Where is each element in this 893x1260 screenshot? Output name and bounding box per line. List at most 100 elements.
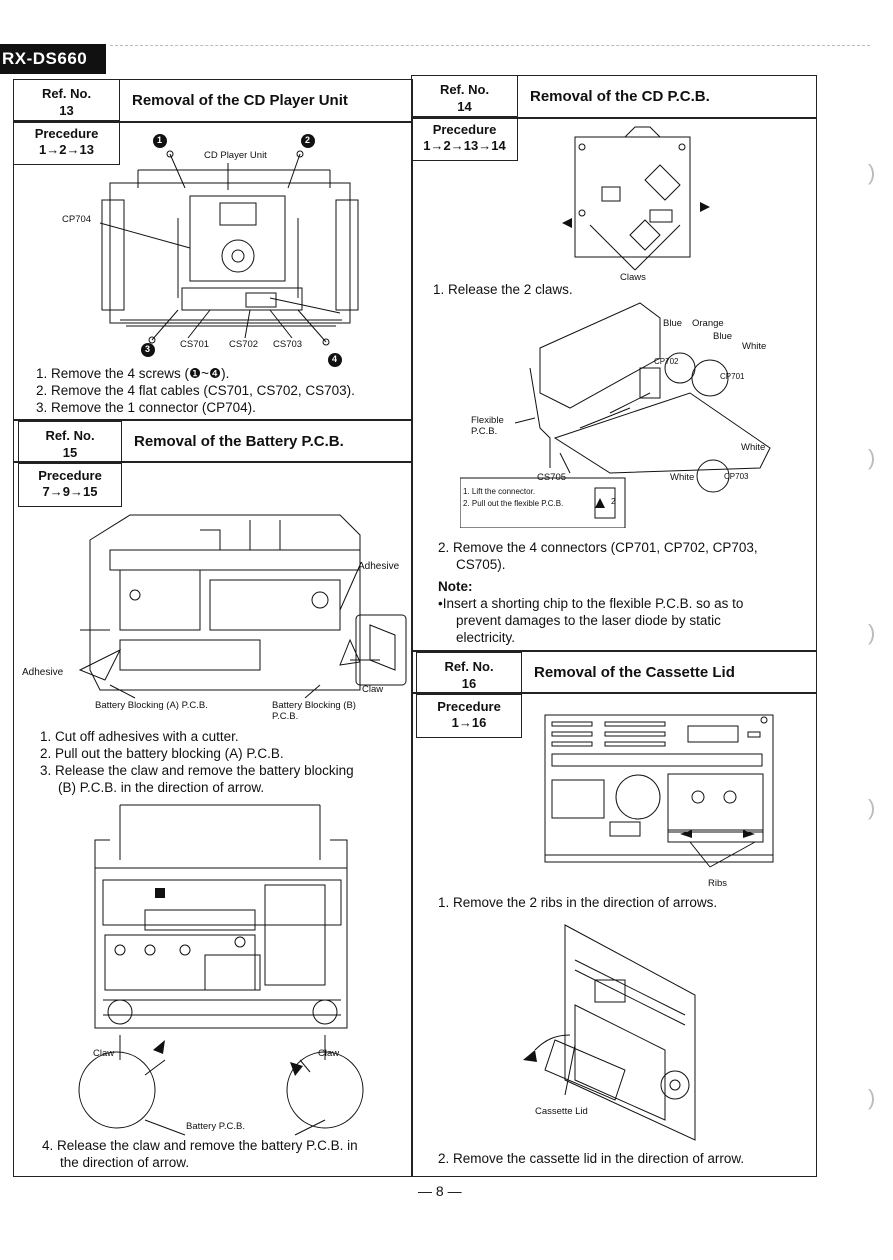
callout-2: 2 [305,135,311,145]
label-cs701: CS701 [180,339,210,350]
right-column-frame [411,75,817,1177]
label-cs705: CS705 [537,472,567,483]
connector-removal-figure [460,298,780,528]
label-cp703: CP703 [724,472,749,481]
section-divider [13,121,413,123]
ref-label: Ref. No. [41,86,92,101]
note-text: prevent damages to the laser diode by st… [456,613,721,628]
label-battery-blocking-b: Battery Blocking (B) [272,700,356,711]
label-white-2: White [741,442,766,453]
ref-no-box-14: Ref. No. 14 [411,75,518,117]
label-claw-left: Claw [93,1048,115,1059]
model-tag: RX-DS660 [0,44,106,74]
note-label: Note: [438,579,473,594]
section-divider [411,692,817,694]
label-adhesive-right: Adhesive [358,561,400,572]
step-text: 2. Remove the 4 flat cables (CS701, CS70… [36,383,355,398]
battery-blocking-figure [20,510,410,710]
label-cs702: CS702 [229,339,259,350]
section-divider [13,419,413,421]
bullet: • [438,596,443,611]
note-14: Note: •Insert a shorting chip to the fle… [438,578,808,646]
cassette-ribs-figure [540,712,780,877]
label-battery-blocking-b-pcb: P.C.B. [272,711,299,722]
procedure-sequence: 7→9→15 [42,484,98,499]
procedure-box-14: Precedure 1→2→13→14 [411,117,518,161]
label-flexible-pcb: P.C.B. [471,426,498,437]
steps-13: 1. Remove the 4 screws (❶~❹). 2. Remove … [36,365,406,416]
ref-label: Ref. No. [45,428,95,443]
label-adhesive-left: Adhesive [22,667,64,678]
label-battery-blocking-a: Battery Blocking (A) P.C.B. [95,700,208,711]
label-cp704: CP704 [62,214,92,225]
ref-no-box-16: Ref. No. 16 [416,652,522,694]
section-title-16: Removal of the Cassette Lid [534,663,735,681]
margin-mark: ) [868,160,876,185]
procedure-box-13: Precedure 1→2→13 [13,121,120,165]
cassette-lid-figure [523,920,715,1145]
page-number: — 8 — [418,1183,462,1199]
battery-pcb-figure [75,800,365,1140]
label-white: White [742,341,767,352]
callout-3: 3 [145,344,151,354]
label-claws: Claws [620,272,646,283]
ref-label: Ref. No. [439,82,490,97]
procedure-label: Precedure [432,122,497,137]
note-line: •Insert a shorting chip to the flexible … [438,595,808,612]
label-white-3: White [670,472,695,483]
label-claw: Claw [362,684,384,695]
step-text: CS705). [456,557,506,572]
step-14-1: 1. Release the 2 claws. [433,282,573,297]
ref-label: Ref. No. [444,659,494,674]
procedure-box-16: Precedure 1→16 [416,694,522,738]
ref-no-box-13: Ref. No. 13 [13,79,120,121]
note-text: electricity. [456,630,516,645]
inset-text-2: 2. Pull out the flexible P.C.B. [463,499,564,508]
step-text: 3. Release the claw and remove the batte… [40,763,354,778]
procedure-label: Precedure [38,468,102,483]
inset-step-number: 2 [611,497,616,506]
step-text: 3. Remove the 1 connector (CP704). [36,400,256,415]
margin-mark: ) [868,1085,876,1110]
steps-15: 1. Cut off adhesives with a cutter. 2. P… [40,728,405,796]
steps-15-cont: 4. Release the claw and remove the batte… [42,1137,407,1171]
label-orange: Orange [692,318,724,329]
procedure-sequence: 1→2→13 [39,142,94,157]
label-blue: Blue [663,318,683,329]
label-cp702: CP702 [654,357,679,366]
margin-mark: ) [868,620,876,645]
cd-player-unit-figure [60,134,405,367]
procedure-label: Precedure [437,699,501,714]
label-flexible: Flexible [471,415,504,426]
procedure-sequence: 1→16 [451,715,487,730]
label-ribs: Ribs [708,878,728,889]
ref-number: 15 [62,445,78,460]
step-text: 1. Cut off adhesives with a cutter. [40,729,239,744]
ref-no-box-15: Ref. No. 15 [18,421,122,463]
label-cassette-lid: Cassette Lid [535,1106,588,1117]
ref-number: 16 [461,676,477,691]
step-text: 1. Remove the 4 screws (❶~❹). [36,366,230,381]
section-title-14: Removal of the CD P.C.B. [530,87,710,105]
label-cp701: CP701 [720,372,745,381]
section-divider [411,117,817,119]
callout-4: 4 [332,354,338,364]
step-16-1: 1. Remove the 2 ribs in the direction of… [438,895,718,910]
ref-number: 14 [457,99,472,114]
step-text: the direction of arrow. [60,1155,190,1170]
left-column-frame [13,79,413,1177]
step-text: 2. Pull out the battery blocking (A) P.C… [40,746,284,761]
step-14-2: 2. Remove the 4 connectors (CP701, CP702… [438,539,808,573]
label-battery-pcb: Battery P.C.B. [186,1121,245,1132]
section-title-15: Removal of the Battery P.C.B. [134,432,344,450]
section-title-13: Removal of the CD Player Unit [132,91,348,109]
step-text: (B) P.C.B. in the direction of arrow. [58,780,265,795]
step-text: 4. Release the claw and remove the batte… [42,1138,358,1153]
procedure-sequence: 1→2→13→14 [423,138,506,153]
procedure-box-15: Precedure 7→9→15 [18,463,122,507]
section-divider [13,461,413,463]
section-divider [411,650,817,652]
label-cd-player-unit: CD Player Unit [204,150,267,161]
margin-mark: ) [868,445,876,470]
note-text: Insert a shorting chip to the flexible P… [442,596,744,611]
